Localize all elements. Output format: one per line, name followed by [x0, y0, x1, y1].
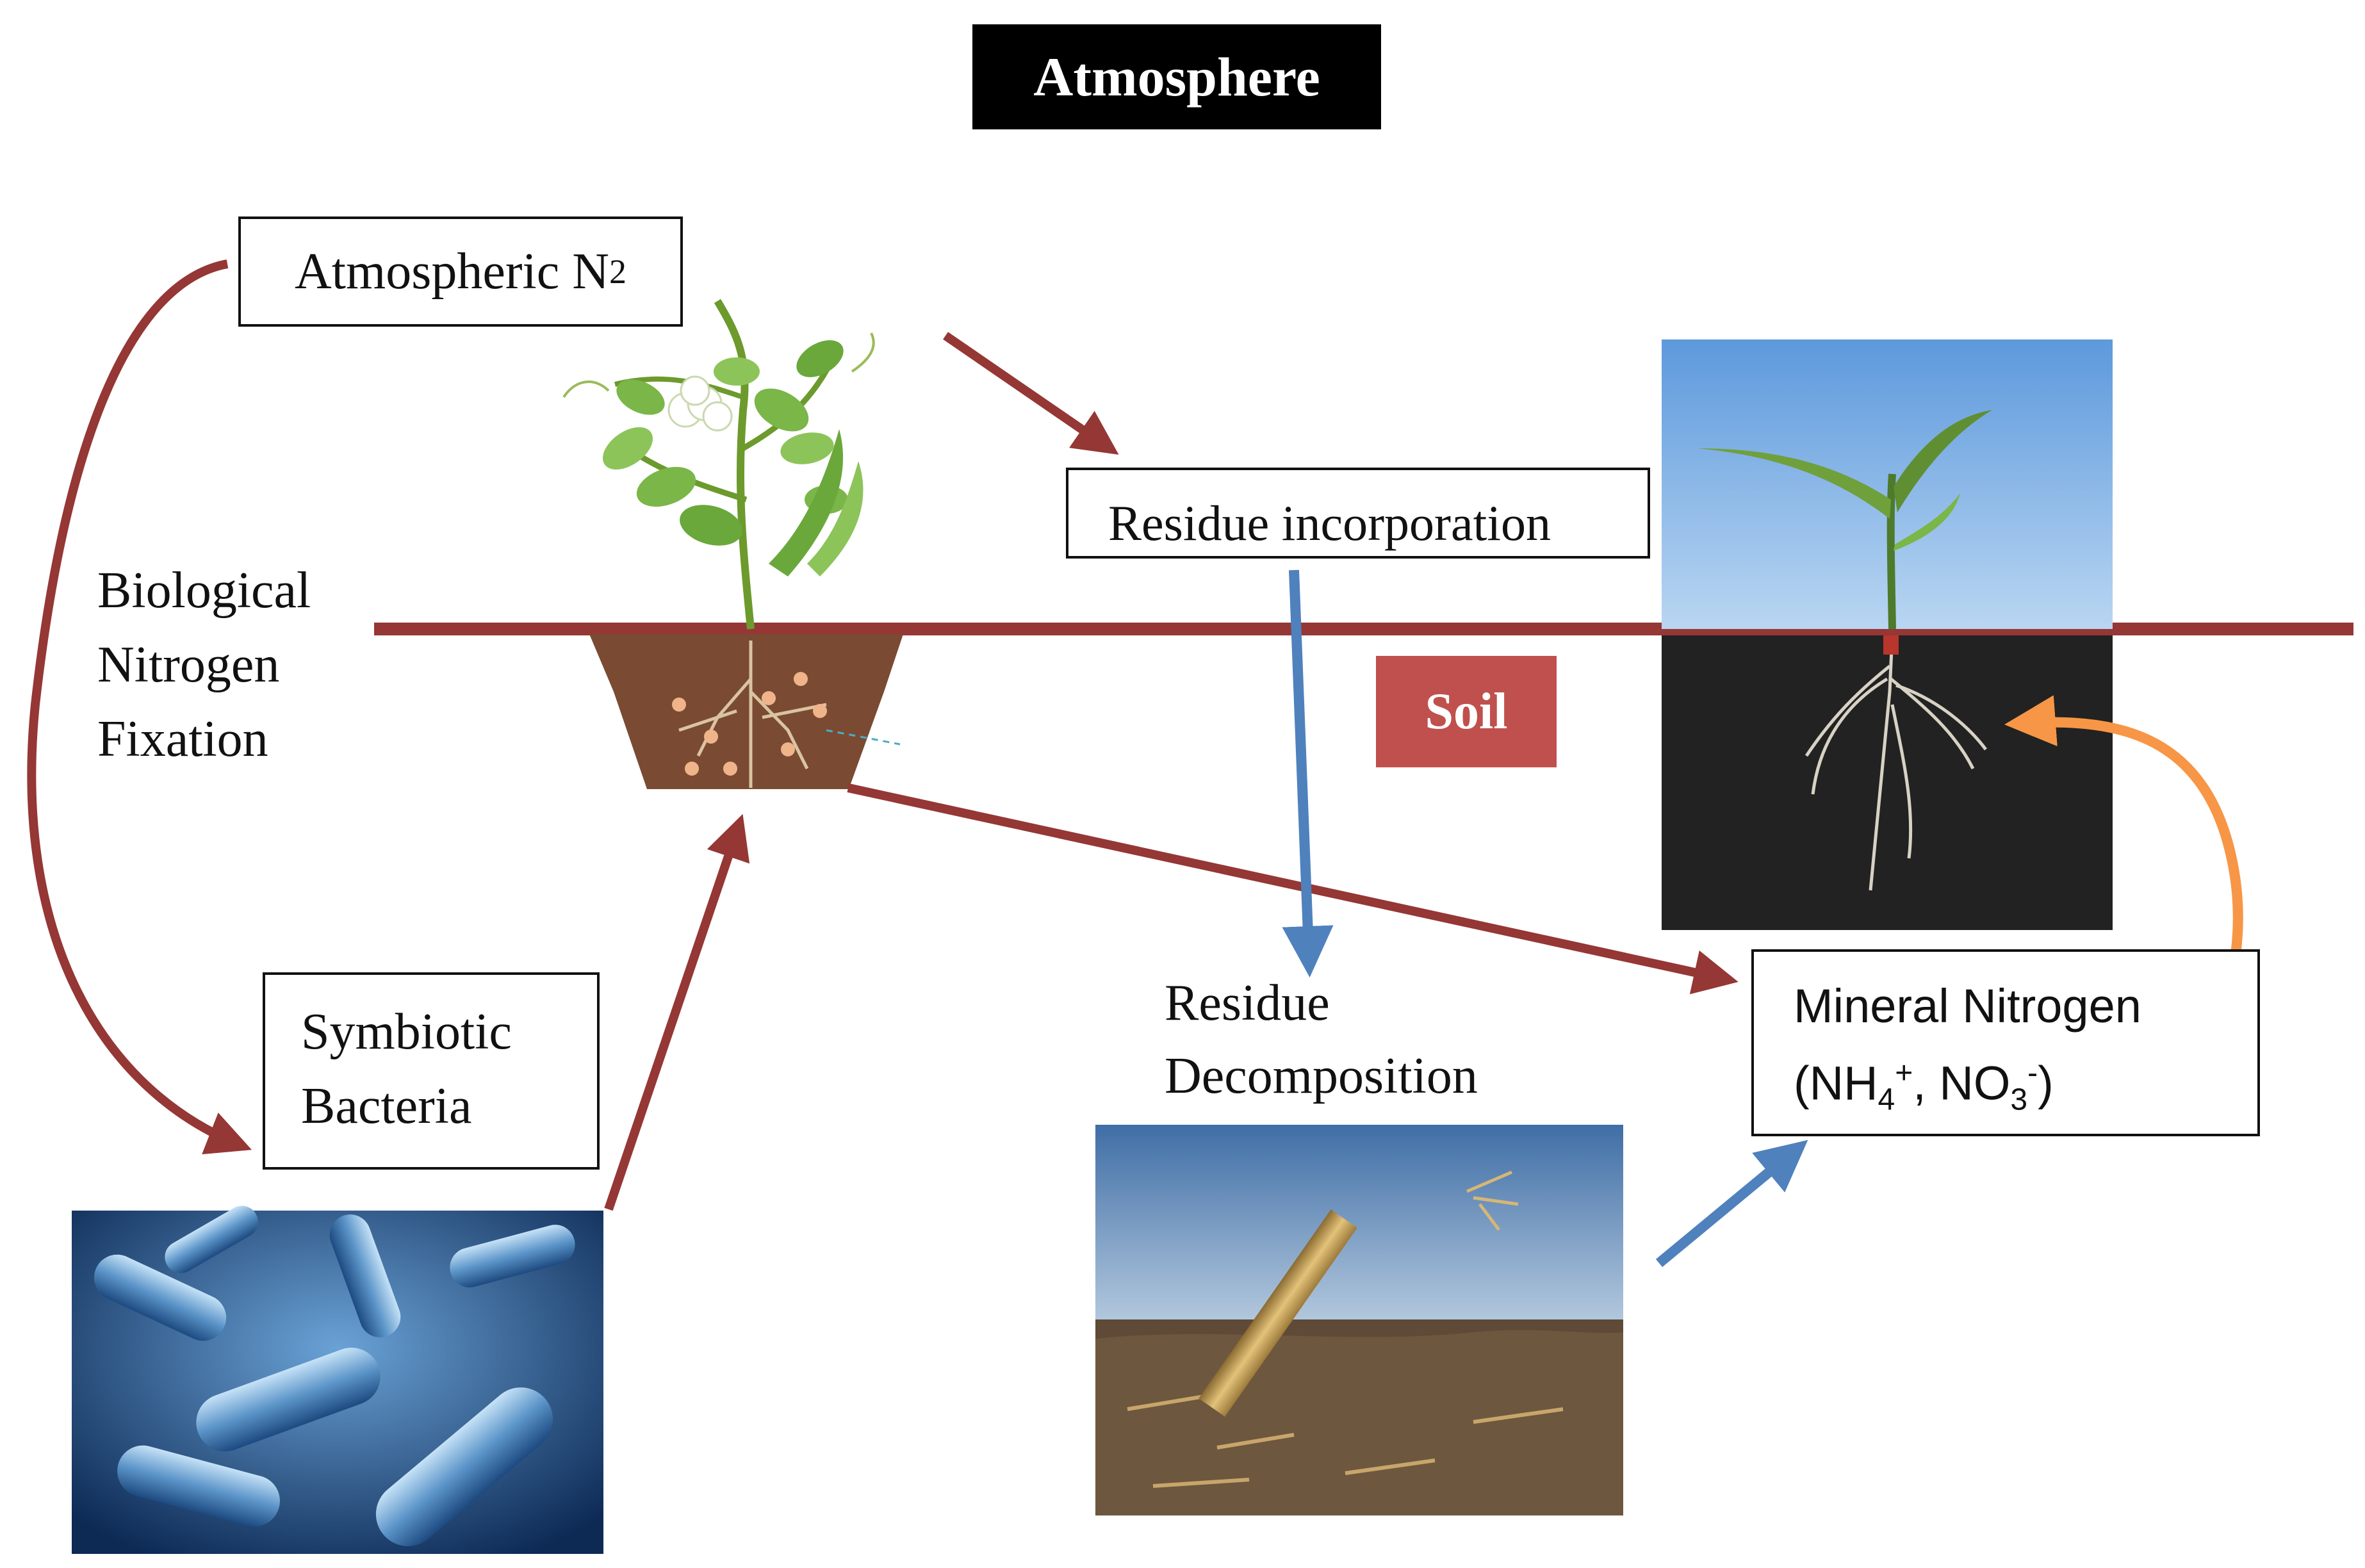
atmosphere-title: Atmosphere	[972, 24, 1381, 129]
bacteria-photo	[72, 1205, 603, 1554]
formula-no: , NO	[1913, 1056, 2011, 1110]
bnf-label-line3: Fixation	[97, 711, 268, 767]
mineral-nitrogen-formula: (NH4+, NO3-)	[1794, 1056, 2054, 1117]
formula-nh-sup: +	[1895, 1056, 1913, 1090]
symbiotic-line2: Bacteria	[301, 1078, 472, 1134]
formula-no-sup: -	[2027, 1056, 2038, 1090]
soil-label: Soil	[1376, 656, 1557, 767]
residue-decomposition-line1: Residue	[1165, 975, 1330, 1031]
residue-incorporation-text: Residue incorporation	[1108, 495, 1551, 551]
arrow-nodules-to-mineral	[847, 783, 1739, 995]
mineral-nitrogen-box: Mineral Nitrogen (NH4+, NO3-)	[1751, 949, 2260, 1136]
formula-nh-sub: 4	[1878, 1082, 1895, 1117]
symbiotic-bacteria-box: Symbiotic Bacteria	[263, 972, 600, 1170]
atmospheric-n2-text: Atmospheric N	[294, 243, 609, 300]
formula-close: )	[2038, 1056, 2054, 1110]
bnf-label-line2: Nitrogen	[97, 637, 280, 693]
residue-decomposition-line2: Decomposition	[1165, 1048, 1478, 1104]
arrow-decomposition-to-mineral	[1655, 1139, 1808, 1268]
arrow-to-residue-incorporation	[943, 332, 1119, 455]
residue-incorporation-box: Residue incorporation	[1066, 468, 1650, 559]
crop-residue-photo	[1095, 1125, 1623, 1515]
atmospheric-n2-subscript: 2	[609, 252, 626, 291]
bnf-label-line1: Biological	[97, 562, 311, 619]
formula-nh: (NH	[1794, 1056, 1878, 1110]
arrow-bacteria-to-nodules	[604, 813, 750, 1211]
corn-seedling-photo	[1662, 339, 2113, 930]
formula-no-sub: 3	[2010, 1082, 2028, 1117]
pea-plant-icon	[562, 298, 903, 789]
arrow-n2-to-bacteria	[27, 259, 252, 1155]
mineral-nitrogen-title: Mineral Nitrogen	[1794, 979, 2141, 1033]
arrow-incorporation-to-decomposition	[1282, 569, 1334, 977]
symbiotic-line1: Symbiotic	[301, 1004, 512, 1060]
